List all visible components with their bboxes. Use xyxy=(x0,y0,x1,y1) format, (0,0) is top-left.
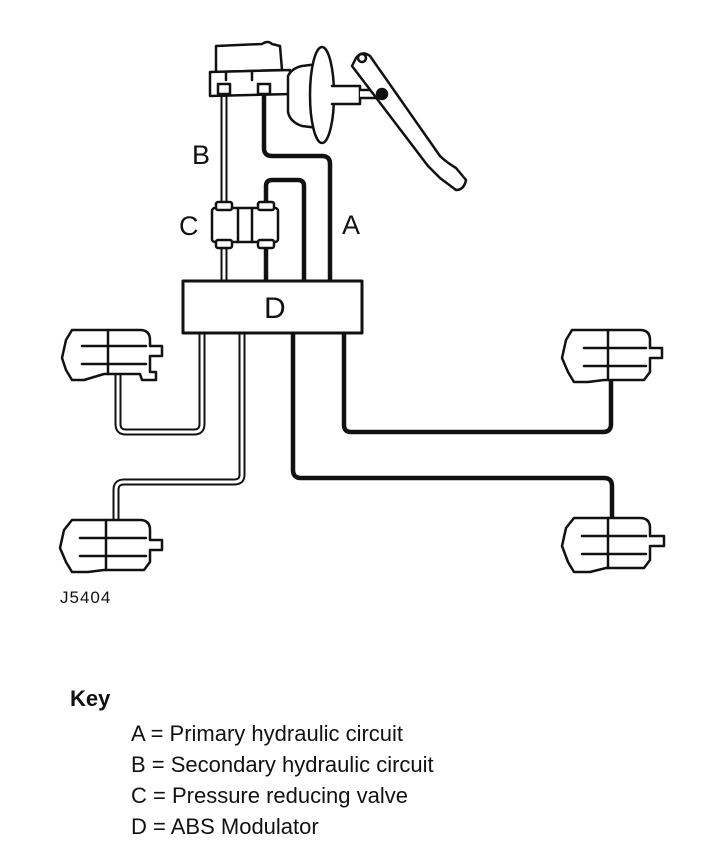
secondary-circuit-pipes xyxy=(112,88,246,531)
primary-circuit-pipes xyxy=(261,89,615,528)
front-left-caliper xyxy=(60,328,164,382)
label-a: A xyxy=(342,210,360,240)
front-right-caliper xyxy=(560,328,664,384)
abs-modulator xyxy=(181,279,364,335)
key-item-b: B = Secondary hydraulic circuit xyxy=(131,752,434,777)
rear-left-caliper xyxy=(58,518,164,574)
key-item-c: C = Pressure reducing valve xyxy=(131,783,408,808)
key-item-a: A = Primary hydraulic circuit xyxy=(131,721,404,746)
brake-system-diagram: B C A D xyxy=(58,40,666,574)
master-cylinder xyxy=(208,40,294,98)
key-item-d: D = ABS Modulator xyxy=(131,814,319,839)
label-d: D xyxy=(264,292,286,325)
key-title: Key xyxy=(70,686,111,711)
label-c: C xyxy=(179,211,199,241)
key-list: A = Primary hydraulic circuit B = Second… xyxy=(131,718,434,842)
brake-pedal xyxy=(350,52,468,192)
rear-right-caliper xyxy=(560,516,666,574)
label-b: B xyxy=(192,140,210,170)
pressure-reducing-valve xyxy=(210,200,280,250)
figure-reference: J5404 xyxy=(60,588,112,607)
